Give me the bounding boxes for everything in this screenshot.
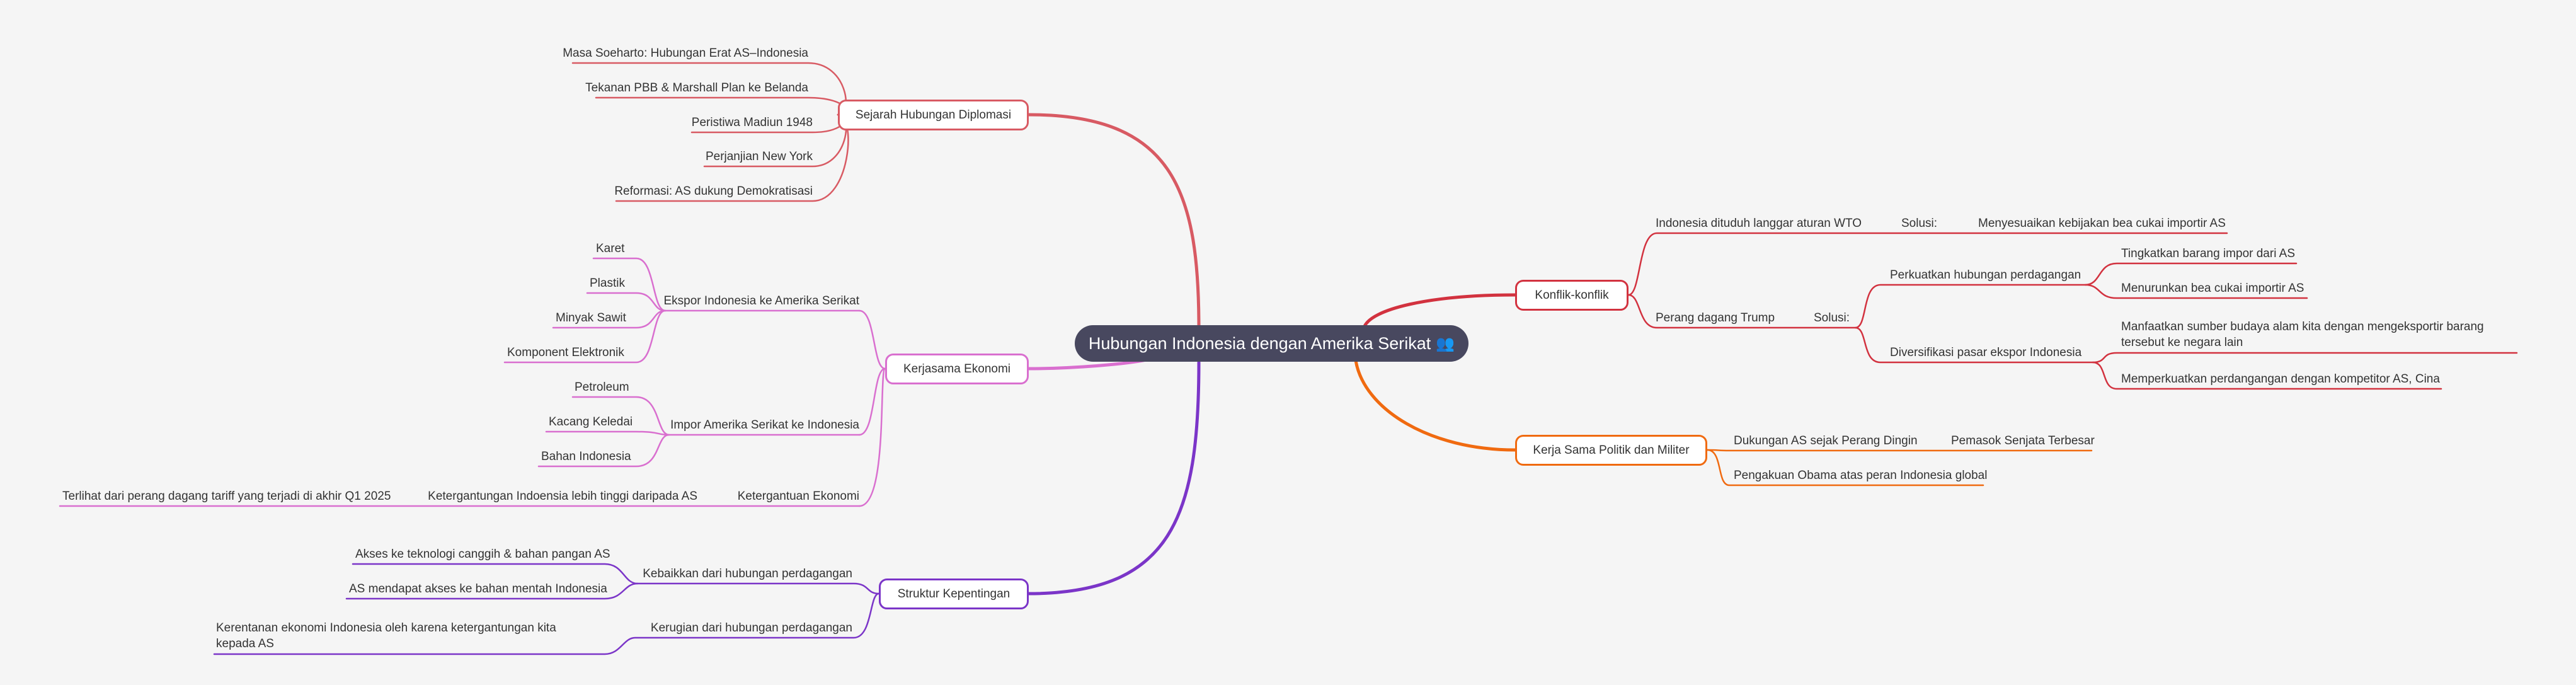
konflik-wto[interactable]: Indonesia dituduh langgar aturan WTO (1656, 217, 1862, 230)
ekonomi-ketergantuan[interactable]: Ketergantuan Ekonomi (737, 490, 859, 503)
branch-konflik[interactable]: Konflik-konflik (1515, 280, 1629, 311)
trump-diversifikasi[interactable]: Diversifikasi pasar ekspor Indonesia (1890, 346, 2082, 359)
ekspor-item[interactable]: Karet (596, 242, 625, 255)
kebaikan-item[interactable]: AS mendapat akses ke bahan mentah Indone… (349, 582, 607, 596)
root-node[interactable]: Hubungan Indonesia dengan Amerika Serika… (1075, 325, 1468, 362)
branch-sejarah[interactable]: Sejarah Hubungan Diplomasi (838, 100, 1029, 130)
branch-ekonomi[interactable]: Kerjasama Ekonomi (885, 354, 1029, 384)
diversifikasi-item[interactable]: Manfaatkan sumber budaya alam kita denga… (2121, 320, 2484, 349)
sejarah-item[interactable]: Peristiwa Madiun 1948 (691, 116, 813, 129)
sejarah-item[interactable]: Masa Soeharto: Hubungan Erat AS–Indonesi… (563, 47, 808, 60)
sejarah-item[interactable]: Tekanan PBB & Marshall Plan ke Belanda (585, 81, 808, 95)
politik-obama[interactable]: Pengakuan Obama atas peran Indonesia glo… (1734, 469, 1988, 482)
kerugian-item[interactable]: Kerentanan ekonomi Indonesia oleh karena… (216, 621, 556, 650)
politik-dukungan[interactable]: Dukungan AS sejak Perang Dingin (1734, 434, 1918, 447)
ketergantuan-child[interactable]: Ketergantungan Indoensia lebih tinggi da… (428, 490, 697, 503)
struktur-kerugian[interactable]: Kerugian dari hubungan perdagangan (650, 621, 852, 635)
dukungan-child[interactable]: Pemasok Senjata Terbesar (1951, 434, 2095, 447)
trump-perkuatkan[interactable]: Perkuatkan hubungan perdagangan (1890, 268, 2081, 282)
wto-answer[interactable]: Menyesuaikan kebijakan bea cukai importi… (1978, 217, 2226, 230)
kebaikan-item[interactable]: Akses ke teknologi canggih & bahan panga… (355, 548, 610, 561)
branch-struktur[interactable]: Struktur Kepentingan (879, 579, 1029, 609)
sejarah-item[interactable]: Perjanjian New York (705, 150, 813, 163)
trump-solusi[interactable]: Solusi: (1814, 311, 1850, 325)
impor-item[interactable]: Bahan Indonesia (541, 450, 631, 463)
diversifikasi-item[interactable]: Memperkuatkan perdangangan dengan kompet… (2121, 372, 2440, 386)
ekonomi-impor[interactable]: Impor Amerika Serikat ke Indonesia (670, 418, 859, 432)
ekspor-item[interactable]: Minyak Sawit (556, 311, 626, 325)
ketergantuan-grandchild[interactable]: Terlihat dari perang dagang tariff yang … (62, 490, 391, 503)
impor-item[interactable]: Kacang Keledai (549, 415, 633, 429)
ekspor-item[interactable]: Komponent Elektronik (507, 346, 624, 359)
connector-root-politik (1354, 359, 1517, 452)
people-icon: 👥 (1436, 335, 1455, 352)
perkuatkan-item[interactable]: Tingkatkan barang impor dari AS (2121, 247, 2296, 260)
perkuatkan-item[interactable]: Menurunkan bea cukai importir AS (2121, 282, 2304, 295)
root-title: Hubungan Indonesia dengan Amerika Serika… (1088, 333, 1431, 353)
sejarah-item[interactable]: Reformasi: AS dukung Demokratisasi (614, 185, 813, 198)
impor-item[interactable]: Petroleum (575, 381, 629, 394)
ekspor-item[interactable]: Plastik (590, 277, 625, 290)
connector-root-sejarah (1027, 113, 1201, 330)
konflik-trump[interactable]: Perang dagang Trump (1656, 311, 1775, 325)
wto-solusi[interactable]: Solusi: (1901, 217, 1938, 230)
connector-root-konflik (1362, 293, 1517, 330)
connector-root-struktur (1027, 360, 1201, 596)
ekonomi-ekspor[interactable]: Ekspor Indonesia ke Amerika Serikat (663, 294, 860, 308)
branch-politik[interactable]: Kerja Sama Politik dan Militer (1515, 435, 1707, 466)
struktur-kebaikan[interactable]: Kebaikkan dari hubungan perdagangan (643, 567, 852, 580)
